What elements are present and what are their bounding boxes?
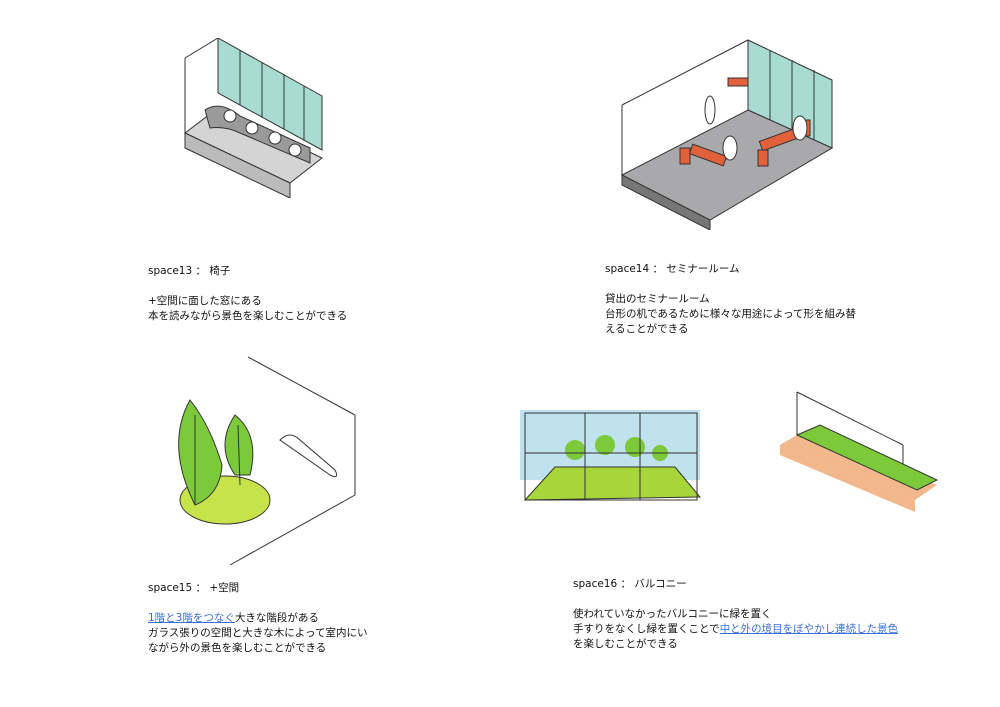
desc-text: 大きな階段がある xyxy=(234,612,319,624)
desc-link[interactable]: 中と外の境目をぼやかし連続した景色 xyxy=(719,623,899,635)
desc-text: 貸出のセミナールーム xyxy=(605,293,710,305)
desc-line: +空間に面した窓にある xyxy=(148,294,347,309)
desc-link[interactable]: 1階と3階をつなぐ xyxy=(148,612,235,624)
desc-text: を楽しむことができる xyxy=(573,638,678,650)
sketch-space13-bench xyxy=(184,38,323,198)
section-space16: space16 ： バルコニー 使われていなかったバルコニーに緑を置く 手すりを… xyxy=(573,577,898,652)
section-space14: space14 ： セミナールーム 貸出のセミナールーム 台形の机であるために様… xyxy=(605,262,856,337)
section-title: space16 ： バルコニー xyxy=(573,578,687,590)
desc-text: 台形の机であるために様々な用途によって形を組み替 xyxy=(605,308,857,320)
sketch-space16-balcony-view xyxy=(520,410,702,501)
sketch-space14-seminar-room xyxy=(620,39,834,230)
desc-line: 使われていなかったバルコニーに緑を置く xyxy=(573,607,898,622)
section-title: space15 ： +空間 xyxy=(148,582,240,594)
section-space15: space15 ： +空間 1階と3階をつなぐ大きな階段がある ガラス張りの空間… xyxy=(148,581,367,656)
section-space13: space13 ： 椅子 +空間に面した窓にある 本を読みながら景色を楽しむこと… xyxy=(148,264,347,324)
sketch-space15-tree-space xyxy=(178,356,356,566)
desc-text: えることができる xyxy=(605,323,689,335)
section-title: space14 ： セミナールーム xyxy=(605,263,740,275)
desc-line: 台形の机であるために様々な用途によって形を組み替 xyxy=(605,307,856,322)
desc-line: 1階と3階をつなぐ大きな階段がある xyxy=(148,611,367,626)
desc-text: +空間に面した窓にある xyxy=(148,295,262,307)
desc-line: ガラス張りの空間と大きな木によって室内にい xyxy=(148,626,367,641)
sketch-space16-balcony-section xyxy=(780,391,939,512)
desc-line: 本を読みながら景色を楽しむことができる xyxy=(148,309,347,324)
desc-line: 手すりをなくし緑を置くことで中と外の境目をぼやかし連続した景色 xyxy=(573,622,898,637)
desc-text: 手すりをなくし緑を置くことで xyxy=(573,623,720,635)
desc-line: を楽しむことができる xyxy=(573,637,898,652)
desc-line: えることができる xyxy=(605,322,856,337)
desc-line: 貸出のセミナールーム xyxy=(605,292,856,307)
desc-text: ガラス張りの空間と大きな木によって室内にい xyxy=(148,627,368,639)
desc-text: 本を読みながら景色を楽しむことができる xyxy=(148,310,348,322)
desc-line: ながら外の景色を楽しむことができる xyxy=(148,641,367,656)
desc-text: ながら外の景色を楽しむことができる xyxy=(148,642,327,654)
desc-text: 使われていなかったバルコニーに緑を置く xyxy=(573,608,772,620)
section-title: space13 ： 椅子 xyxy=(148,265,231,277)
